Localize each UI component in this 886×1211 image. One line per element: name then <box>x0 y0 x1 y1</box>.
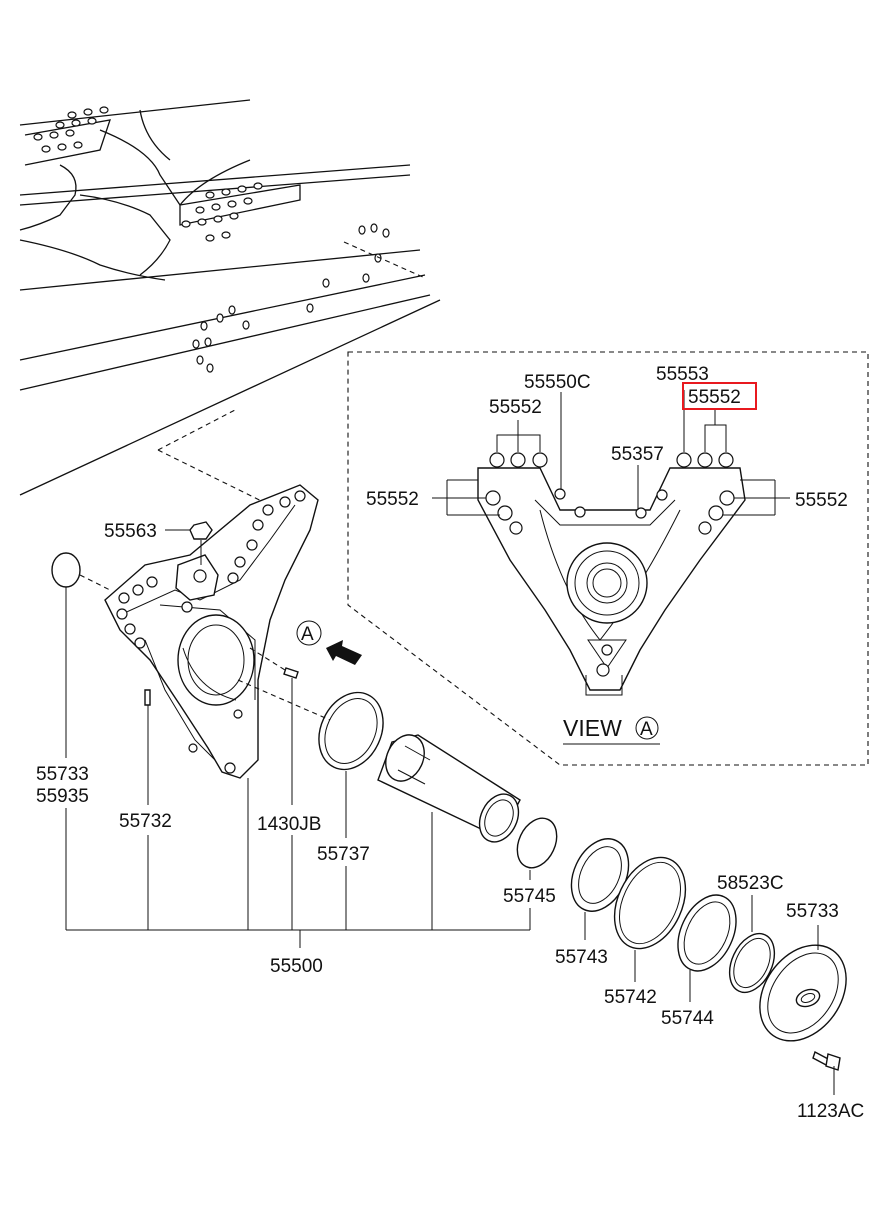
label-55742[interactable]: 55742 <box>604 987 657 1008</box>
label-55732[interactable]: 55732 <box>119 811 172 832</box>
label-55552-left[interactable]: 55552 <box>366 489 419 510</box>
label-55552-top-left[interactable]: 55552 <box>489 397 542 418</box>
label-55357[interactable]: 55357 <box>611 444 664 465</box>
view-marker: A <box>640 719 653 740</box>
label-58523C[interactable]: 58523C <box>717 873 784 894</box>
label-55552-highlight[interactable]: 55552 <box>688 387 741 408</box>
o-ring-55737 <box>318 691 384 771</box>
label-55733-b[interactable]: 55733 <box>786 901 839 922</box>
label-1430JB[interactable]: 1430JB <box>257 814 321 835</box>
part-labels: 55550C 55553 55552 55552 55357 55552 555… <box>36 364 864 1122</box>
label-55500[interactable]: 55500 <box>270 956 323 977</box>
bushing-sleeve <box>377 734 521 843</box>
bolt-1123AC <box>812 1050 841 1071</box>
label-55552-right[interactable]: 55552 <box>795 490 848 511</box>
cover-55733 <box>759 944 847 1042</box>
callout-marker-circle <box>296 620 322 646</box>
leader-lines <box>65 529 835 1095</box>
disk-55745 <box>516 817 558 869</box>
nut-55563 <box>189 521 213 540</box>
vehicle-frame <box>19 99 441 496</box>
view-a-leaders <box>432 390 790 516</box>
main-bracket <box>104 484 319 779</box>
ring-55742 <box>613 856 687 950</box>
view-marker-circle <box>635 716 659 740</box>
label-55737[interactable]: 55737 <box>317 844 370 865</box>
label-55550C[interactable]: 55550C <box>524 372 591 393</box>
snap-ring-58523C <box>728 932 776 994</box>
view-title: VIEW <box>563 715 622 741</box>
view-a-bracket <box>477 452 746 696</box>
cap-55733 <box>51 552 81 588</box>
pin-1430JB <box>283 667 299 679</box>
label-55743[interactable]: 55743 <box>555 947 608 968</box>
view-a-frame <box>347 351 869 766</box>
label-55744[interactable]: 55744 <box>661 1008 714 1029</box>
highlight-box <box>682 382 757 410</box>
label-55935[interactable]: 55935 <box>36 786 89 807</box>
label-55733-a[interactable]: 55733 <box>36 764 89 785</box>
ring-55744 <box>677 894 737 972</box>
label-1123AC[interactable]: 1123AC <box>797 1101 864 1122</box>
pin-55732 <box>144 689 151 706</box>
label-55553[interactable]: 55553 <box>656 364 709 385</box>
label-55563[interactable]: 55563 <box>104 521 157 542</box>
view-arrow-icon <box>326 640 362 665</box>
label-55745[interactable]: 55745 <box>503 886 556 907</box>
callout-marker: A <box>301 624 314 645</box>
